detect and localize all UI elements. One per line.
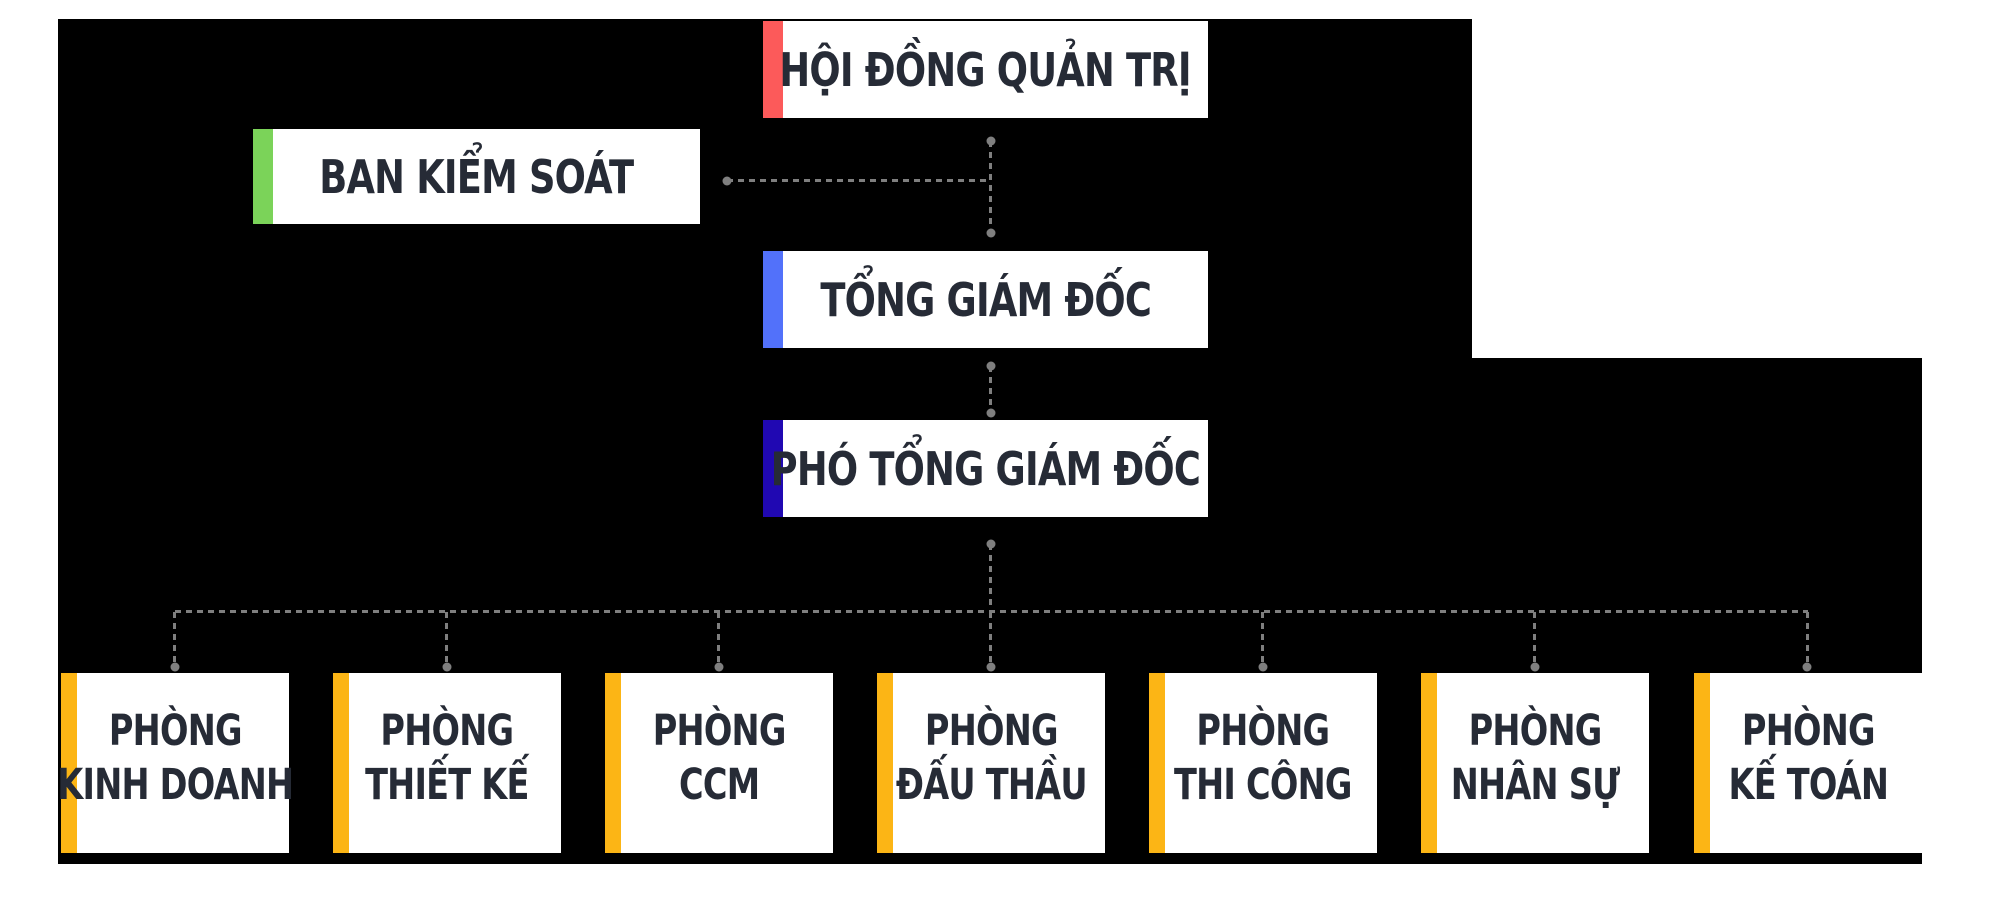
dept-label-line1: PHÒNG (1741, 705, 1876, 756)
node-label: PHÒNG KINH DOANH (56, 704, 294, 812)
node-label: BAN KIỂM SOÁT (319, 149, 634, 204)
connector-dot (714, 662, 724, 672)
node-dept-thiet-ke: PHÒNG THIẾT KẾ (333, 673, 561, 853)
node-supervisory-board: BAN KIỂM SOÁT (253, 129, 700, 224)
accent-bar (877, 673, 893, 853)
accent-bar (253, 129, 273, 224)
connector-board-to-ceo (989, 141, 992, 233)
connector-dot (986, 228, 996, 238)
connector-drop-6 (1533, 612, 1536, 667)
dept-label-line2: THIẾT KẾ (365, 760, 529, 810)
node-dept-ke-toan: PHÒNG KẾ TOÁN (1694, 673, 1922, 853)
connector-dot (986, 539, 996, 549)
connector-deputy-to-bus (989, 544, 992, 611)
node-label: TỔNG GIÁM ĐỐC (820, 272, 1152, 327)
connector-dot (1802, 662, 1812, 672)
connector-drop-5 (1261, 612, 1264, 667)
accent-bar (605, 673, 621, 853)
connector-dot (986, 408, 996, 418)
accent-bar (1421, 673, 1437, 853)
connector-dot (986, 361, 996, 371)
node-label: PHÒNG CCM (652, 704, 787, 812)
dept-label-line2: KINH DOANH (56, 760, 294, 810)
node-dept-ccm: PHÒNG CCM (605, 673, 833, 853)
dept-label-line2: THI CÔNG (1174, 760, 1352, 810)
dept-label-line1: PHÒNG (924, 705, 1059, 756)
accent-bar (763, 21, 783, 118)
dept-label-line1: PHÒNG (1196, 705, 1331, 756)
node-label: HỘI ĐỒNG QUẢN TRỊ (779, 42, 1192, 97)
connector-dot (1530, 662, 1540, 672)
connector-ceo-to-deputy (989, 366, 992, 413)
node-dept-kinh-doanh: PHÒNG KINH DOANH (57, 673, 294, 853)
node-general-director: TỔNG GIÁM ĐỐC (763, 251, 1208, 348)
node-deputy-general-director: PHÓ TỔNG GIÁM ĐỐC (763, 420, 1208, 517)
dept-label-line1: PHÒNG (108, 705, 243, 756)
connector-dot (170, 662, 180, 672)
node-dept-dau-thau: PHÒNG ĐẤU THẦU (877, 673, 1105, 853)
connector-dot (986, 136, 996, 146)
accent-bar (333, 673, 349, 853)
connector-dot (986, 662, 996, 672)
node-dept-nhan-su: PHÒNG NHÂN SỰ (1421, 673, 1649, 853)
connector-drop-3 (717, 612, 720, 667)
dept-label-line2: KẾ TOÁN (1728, 760, 1888, 810)
dept-label-line2: NHÂN SỰ (1450, 760, 1620, 810)
node-label: PHÒNG KẾ TOÁN (1728, 704, 1888, 812)
node-label: PHÓ TỔNG GIÁM ĐỐC (770, 441, 1201, 496)
node-label: PHÒNG THI CÔNG (1174, 704, 1352, 812)
accent-bar (61, 673, 77, 853)
node-label: PHÒNG ĐẤU THẦU (895, 704, 1088, 812)
connector-dot (722, 176, 732, 186)
dept-label-line2: ĐẤU THẦU (895, 760, 1088, 810)
connector-supervisory-to-axis (727, 179, 991, 182)
dept-label-line1: PHÒNG (1468, 705, 1603, 756)
dept-label-line1: PHÒNG (380, 705, 515, 756)
connector-bus-horizontal (175, 610, 1808, 613)
accent-bar (763, 420, 783, 517)
connector-drop-7 (1806, 612, 1809, 667)
node-label: PHÒNG NHÂN SỰ (1451, 704, 1620, 812)
accent-bar (1694, 673, 1710, 853)
connector-dot (442, 662, 452, 672)
accent-bar (1149, 673, 1165, 853)
connector-dot (1258, 662, 1268, 672)
accent-bar (763, 251, 783, 348)
node-label: PHÒNG THIẾT KẾ (365, 704, 529, 812)
dept-label-line1: PHÒNG (652, 705, 787, 756)
connector-drop-2 (445, 612, 448, 667)
connector-drop-4 (989, 612, 992, 667)
node-dept-thi-cong: PHÒNG THI CÔNG (1149, 673, 1377, 853)
connector-drop-1 (173, 612, 176, 667)
dept-label-line2: CCM (678, 760, 760, 810)
node-board-of-directors: HỘI ĐỒNG QUẢN TRỊ (763, 21, 1208, 118)
